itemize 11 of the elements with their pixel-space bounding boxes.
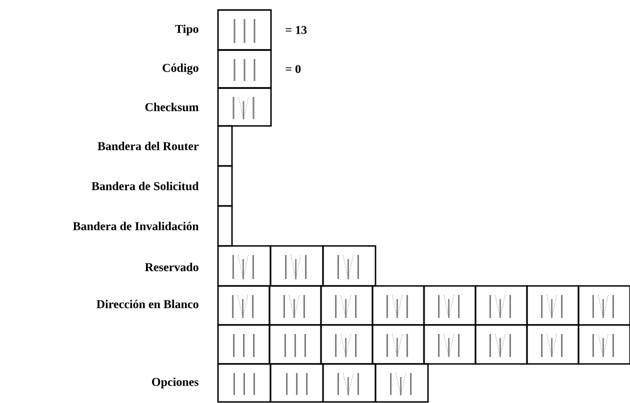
field-label: Dirección en Blanco	[96, 300, 198, 308]
field-label: Reservado	[145, 262, 198, 272]
field-label: Código	[162, 64, 198, 74]
field-label: Opciones	[152, 378, 199, 388]
field-label: Bandera del Router	[98, 142, 199, 150]
value-label: = 0	[286, 64, 301, 74]
value-label: = 13	[286, 26, 307, 34]
field-label: Bandera de Solicitud	[92, 182, 199, 190]
field-label: Checksum	[145, 102, 199, 112]
field-label: Bandera de Invalidación	[72, 222, 199, 230]
field-label: Tipo	[175, 24, 198, 36]
